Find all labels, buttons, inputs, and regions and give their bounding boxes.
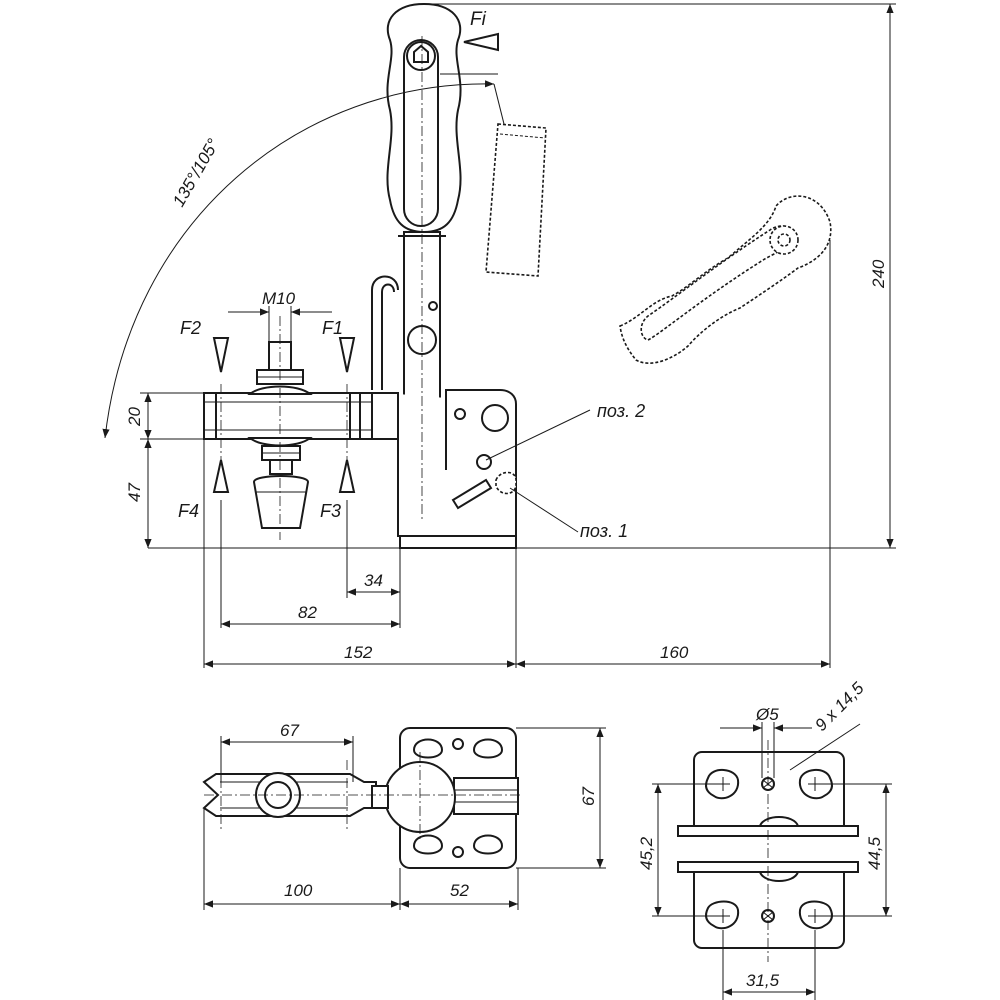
swing-angle-label: 135°/105° (169, 135, 223, 210)
dim-67-top: 67 (280, 721, 299, 740)
position-2-label: поз. 2 (597, 401, 645, 421)
dim-20: 20 (125, 407, 144, 427)
base-bracket (397, 389, 517, 549)
dim-67-side: 67 (579, 787, 598, 806)
thread-m10-label: M10 (262, 289, 296, 308)
dim-34: 34 (364, 571, 383, 590)
force-f2-label: F2 (180, 318, 201, 338)
dim-hole-d5: Ø5 (755, 705, 779, 724)
dim-100: 100 (284, 881, 313, 900)
dim-slot-9x14-5: 9 x 14,5 (811, 678, 868, 735)
force-f1-label: F1 (322, 318, 343, 338)
end-view (652, 722, 892, 1000)
u-link (371, 275, 399, 390)
dim-82: 82 (298, 603, 317, 622)
dim-152: 152 (344, 643, 373, 662)
top-view (202, 727, 606, 910)
stop-pin (451, 478, 493, 510)
dim-45-2: 45,2 (637, 836, 656, 870)
dim-44-5: 44,5 (865, 836, 884, 870)
pos2-hole (476, 454, 492, 470)
force-f4-label: F4 (178, 501, 199, 521)
extension-lines (140, 3, 896, 668)
spindle-bar (203, 392, 399, 440)
dimension-lines (102, 4, 894, 668)
clamp-handle (386, 2, 462, 234)
position-1-label: поз. 1 (580, 521, 628, 541)
open-position-handle-outline (485, 123, 832, 364)
dim-47: 47 (125, 483, 144, 502)
dim-31-5: 31,5 (746, 971, 780, 990)
force-fi-label: Fi (470, 9, 487, 30)
force-f3-label: F3 (320, 501, 341, 521)
side-view (102, 2, 896, 668)
dim-160: 160 (660, 643, 689, 662)
dim-240: 240 (869, 259, 888, 289)
dim-52: 52 (450, 881, 469, 900)
